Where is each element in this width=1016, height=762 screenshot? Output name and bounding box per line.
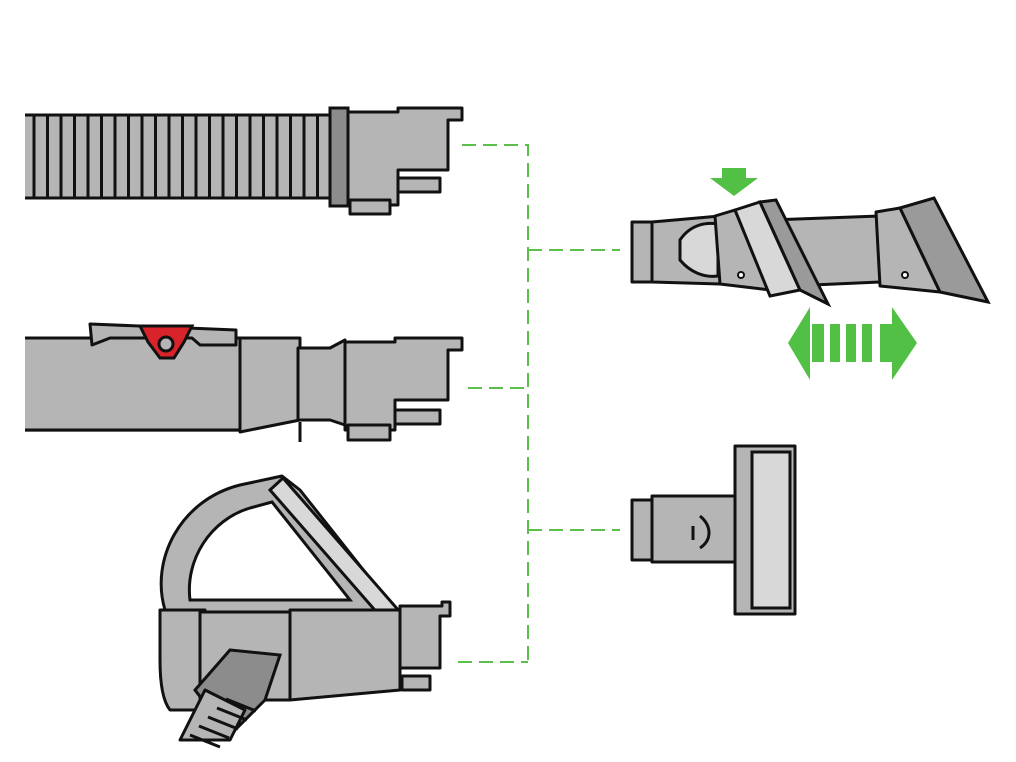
combination-brush-tool: [630, 196, 991, 308]
stair-tool: [630, 444, 797, 616]
double-arrow-horizontal-icon: [788, 307, 917, 380]
bristle-head-front: [733, 198, 832, 308]
arrow-down-icon: [710, 168, 758, 196]
extension-wand-end: [25, 322, 464, 442]
compatibility-connector-lines: [458, 144, 620, 665]
handheld-unit-handle: [158, 474, 452, 749]
release-catch: [137, 324, 195, 360]
bristle-head-rear: [897, 196, 991, 305]
flexible-hose-end: [25, 106, 464, 216]
